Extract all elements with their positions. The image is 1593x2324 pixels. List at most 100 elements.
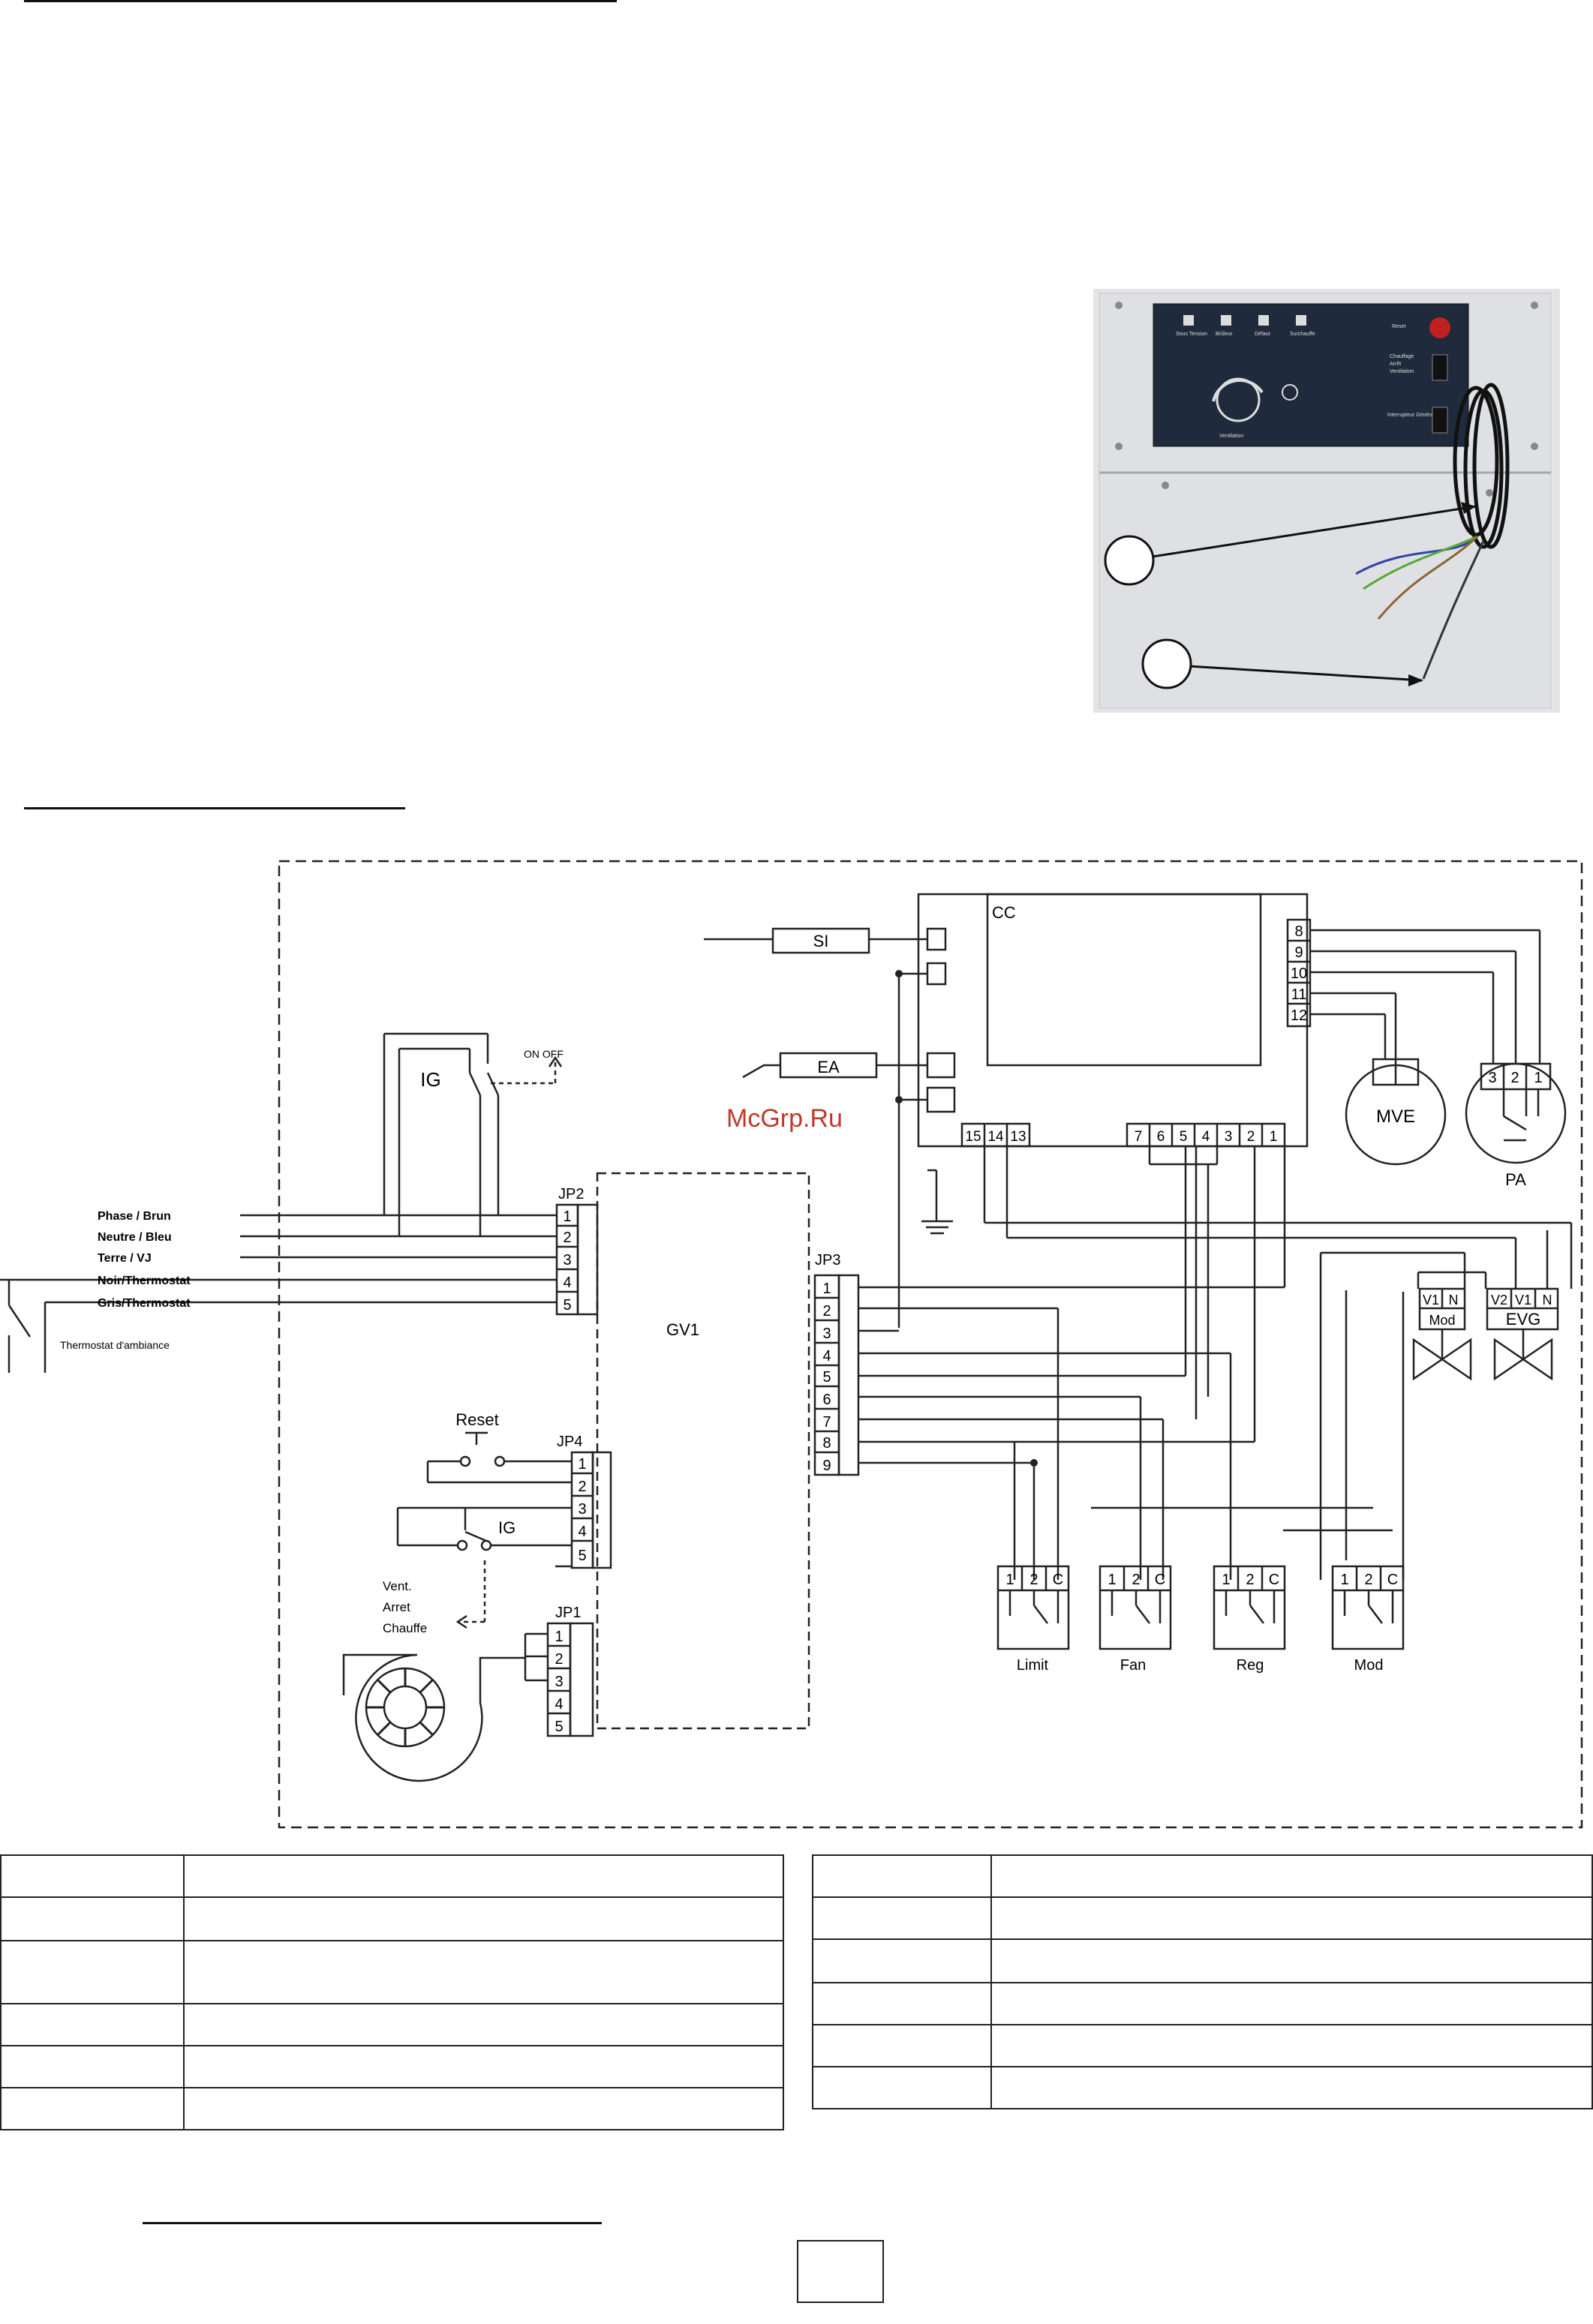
evg-valve-pin-n: N xyxy=(1543,1293,1552,1308)
wire-label-gris: Gris/Thermostat xyxy=(98,1297,191,1310)
pa-pin-1: 1 xyxy=(1534,1070,1542,1086)
svg-text:9: 9 xyxy=(822,1458,831,1474)
wire-label-terre: Terre / VJ xyxy=(98,1252,152,1265)
reg-switch-pin-c: C xyxy=(1269,1572,1279,1588)
cc-pin-14: 14 xyxy=(987,1129,1004,1145)
mod-valve-pin-n: N xyxy=(1449,1293,1459,1308)
panel-label-chauffage: Chauffage xyxy=(1390,354,1414,359)
cc-pin-7: 7 xyxy=(1135,1129,1143,1145)
wire-label-noir: Noir/Thermostat xyxy=(98,1275,191,1287)
svg-text:4: 4 xyxy=(822,1348,831,1365)
svg-text:4: 4 xyxy=(578,1524,586,1540)
panel-label-reset: Reset xyxy=(1392,324,1405,329)
chauffe-label: Chauffe xyxy=(383,1621,427,1635)
arret-label: Arret xyxy=(383,1600,410,1614)
svg-text:2: 2 xyxy=(578,1479,586,1495)
svg-text:8: 8 xyxy=(822,1435,831,1452)
cc-pin-1: 1 xyxy=(1270,1129,1278,1145)
jp4-label: JP4 xyxy=(557,1434,582,1450)
ea-label: EA xyxy=(817,1058,840,1076)
limit-switch-pin-c: C xyxy=(1053,1572,1063,1588)
svg-text:4: 4 xyxy=(555,1696,563,1713)
svg-text:1: 1 xyxy=(822,1281,831,1297)
panel-label-bruleur: Brûleur xyxy=(1216,332,1233,337)
cc-label: CC xyxy=(992,903,1016,922)
mod-switch-pin-c: C xyxy=(1387,1572,1398,1588)
svg-text:3: 3 xyxy=(822,1326,831,1342)
evg-valve-pin-v2: V2 xyxy=(1491,1293,1507,1308)
svg-text:5: 5 xyxy=(555,1719,563,1735)
pa-pin-2: 2 xyxy=(1510,1070,1519,1086)
svg-text:5: 5 xyxy=(578,1548,586,1564)
limit-switch-label: Limit xyxy=(1017,1657,1049,1674)
svg-text:3: 3 xyxy=(555,1674,563,1690)
gv1-board xyxy=(596,1172,810,1730)
jp3-label: JP3 xyxy=(815,1252,840,1269)
cc-pin-5: 5 xyxy=(1180,1129,1188,1145)
svg-text:2: 2 xyxy=(555,1651,563,1668)
wiring-schematic: CC GV1 McGrp.Ru SI EA xyxy=(0,860,1583,1829)
mod-switch-pin-1: 1 xyxy=(1340,1572,1348,1588)
svg-text:1: 1 xyxy=(578,1456,586,1473)
callout-1 xyxy=(1104,535,1155,586)
svg-text:11: 11 xyxy=(1291,986,1307,1003)
fan-switch-pin-2: 2 xyxy=(1132,1572,1140,1588)
cc-pin-15: 15 xyxy=(965,1129,981,1145)
cc-pin-6: 6 xyxy=(1157,1129,1165,1145)
mod-switch-label: Mod xyxy=(1354,1657,1384,1674)
cc-right-terminal: 8 9 10 11 12 xyxy=(1286,918,1312,1028)
page-number-box xyxy=(797,2240,884,2303)
mod-switch-pin-2: 2 xyxy=(1364,1572,1372,1588)
on-off-label: ON OFF xyxy=(524,1048,564,1060)
svg-text:6: 6 xyxy=(822,1392,831,1408)
svg-text:8: 8 xyxy=(1294,923,1303,940)
legend-table-left xyxy=(0,1854,784,2130)
cc-pin-3: 3 xyxy=(1225,1129,1233,1145)
mod-valve-label: Mod xyxy=(1429,1313,1455,1328)
ig-label-top: IG xyxy=(420,1068,440,1091)
panel-label-ventilation-knob: Ventilation xyxy=(1219,434,1243,439)
section-heading-rule-3 xyxy=(143,2222,602,2224)
cc-pin-2: 2 xyxy=(1247,1129,1255,1145)
jp2-label: JP2 xyxy=(558,1186,584,1203)
thermostat-label: Thermostat d'ambiance xyxy=(60,1339,170,1351)
panel-label-arret: Arrêt xyxy=(1390,362,1401,367)
svg-text:7: 7 xyxy=(822,1414,831,1431)
pa-label: PA xyxy=(1505,1170,1526,1189)
fan-icon xyxy=(366,1668,444,1746)
panel-label-defaut: Défaut xyxy=(1255,332,1270,337)
mod-valve-pin-v1: V1 xyxy=(1423,1293,1439,1308)
legend-table-right xyxy=(812,1854,1593,2109)
panel-label-interrupteur: Interrupteur Général xyxy=(1387,413,1435,418)
section-heading-rule-2 xyxy=(24,807,405,809)
evg-valve-pin-v1: V1 xyxy=(1515,1293,1531,1308)
wire-label-neutre: Neutre / Bleu xyxy=(98,1231,172,1244)
cc-board xyxy=(917,893,1309,1148)
section-heading-rule-1 xyxy=(24,0,617,2)
svg-text:10: 10 xyxy=(1291,965,1307,982)
svg-text:1: 1 xyxy=(563,1209,571,1225)
panel-label-surchauffe: Surchauffe xyxy=(1290,332,1315,337)
mve-label: MVE xyxy=(1376,1106,1415,1127)
svg-text:9: 9 xyxy=(1294,944,1303,961)
fan-switch-pin-c: C xyxy=(1155,1572,1165,1588)
ig-label-bottom: IG xyxy=(498,1518,515,1537)
wire-label-phase: Phase / Brun xyxy=(98,1210,171,1223)
limit-switch-pin-2: 2 xyxy=(1029,1572,1038,1588)
reset-label: Reset xyxy=(455,1410,498,1429)
cc-pin-4: 4 xyxy=(1202,1129,1210,1145)
svg-text:12: 12 xyxy=(1291,1007,1307,1024)
svg-text:5: 5 xyxy=(563,1297,571,1314)
fan-switch-label: Fan xyxy=(1120,1657,1146,1674)
limit-switch-pin-1: 1 xyxy=(1005,1572,1014,1588)
vent-label: Vent. xyxy=(383,1579,412,1593)
pa-pin-3: 3 xyxy=(1488,1070,1496,1086)
panel-label-sous-tension: Sous Tension xyxy=(1176,332,1207,337)
cc-pin-13: 13 xyxy=(1010,1129,1026,1145)
svg-text:3: 3 xyxy=(563,1252,571,1269)
reset-button-photo xyxy=(1429,317,1450,338)
gv1-label: GV1 xyxy=(666,1320,699,1339)
watermark: McGrp.Ru xyxy=(726,1104,843,1133)
callout-2 xyxy=(1141,638,1192,689)
svg-text:3: 3 xyxy=(578,1501,586,1518)
